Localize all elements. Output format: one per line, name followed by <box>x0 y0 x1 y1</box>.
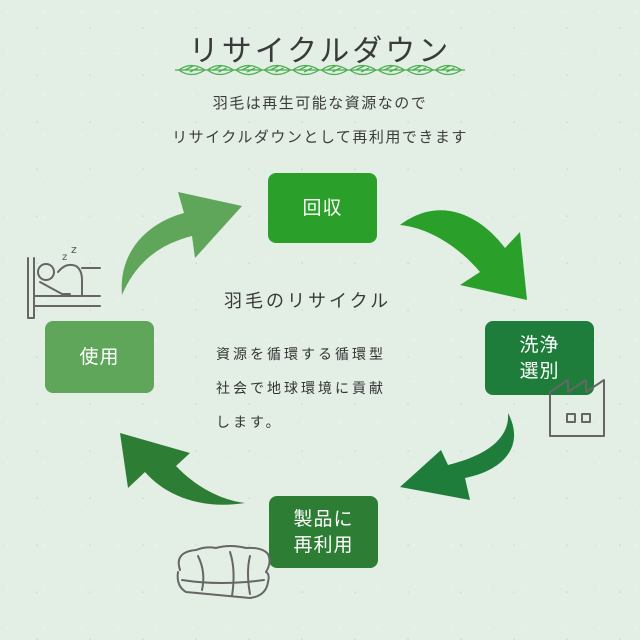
page-title: リサイクルダウン <box>188 34 452 69</box>
arrow-reuse-to-use <box>120 433 245 505</box>
leaf-shape <box>263 64 292 76</box>
leaf-shape <box>206 64 235 76</box>
leaf-shape <box>348 64 378 76</box>
step-use: 使用 <box>45 321 154 393</box>
center-text-line-3: します。 <box>216 415 283 431</box>
svg-text:z: z <box>62 252 67 263</box>
step-reuse: 製品に 再利用 <box>269 496 378 568</box>
step-wash-label-2: 選別 <box>519 360 560 382</box>
leaf-shape <box>291 64 321 76</box>
arrow-collect-to-wash <box>400 210 527 300</box>
leaf-shape <box>434 64 463 76</box>
step-wash-sort: 洗浄 選別 <box>485 321 594 395</box>
center-text-line-1: 資源を循環する循環型 <box>216 347 386 363</box>
intro-line-2: リサイクルダウンとして再利用できます <box>172 128 468 146</box>
step-collect: 回収 <box>268 173 377 243</box>
step-reuse-label-1: 製品に <box>293 508 354 530</box>
step-use-label: 使用 <box>79 346 120 368</box>
intro-line-1: 羽毛は再生可能な資源なので <box>212 94 428 112</box>
leaf-shape <box>320 64 349 76</box>
leaf-shape <box>405 64 435 76</box>
leaf-shape <box>234 64 264 76</box>
svg-text:z: z <box>71 243 77 256</box>
step-collect-label: 回収 <box>302 197 343 219</box>
arrow-wash-to-reuse <box>400 413 515 500</box>
leaf-vine-divider <box>175 64 465 76</box>
arrow-use-to-collect <box>121 192 242 295</box>
center-title: 羽毛のリサイクル <box>224 291 392 312</box>
leaf-shape <box>377 64 406 76</box>
step-wash-label-1: 洗浄 <box>519 334 560 356</box>
step-reuse-label-2: 再利用 <box>293 534 354 556</box>
center-text-line-2: 社会で地球環境に貢献 <box>216 381 386 397</box>
leaf-shape <box>177 64 207 76</box>
